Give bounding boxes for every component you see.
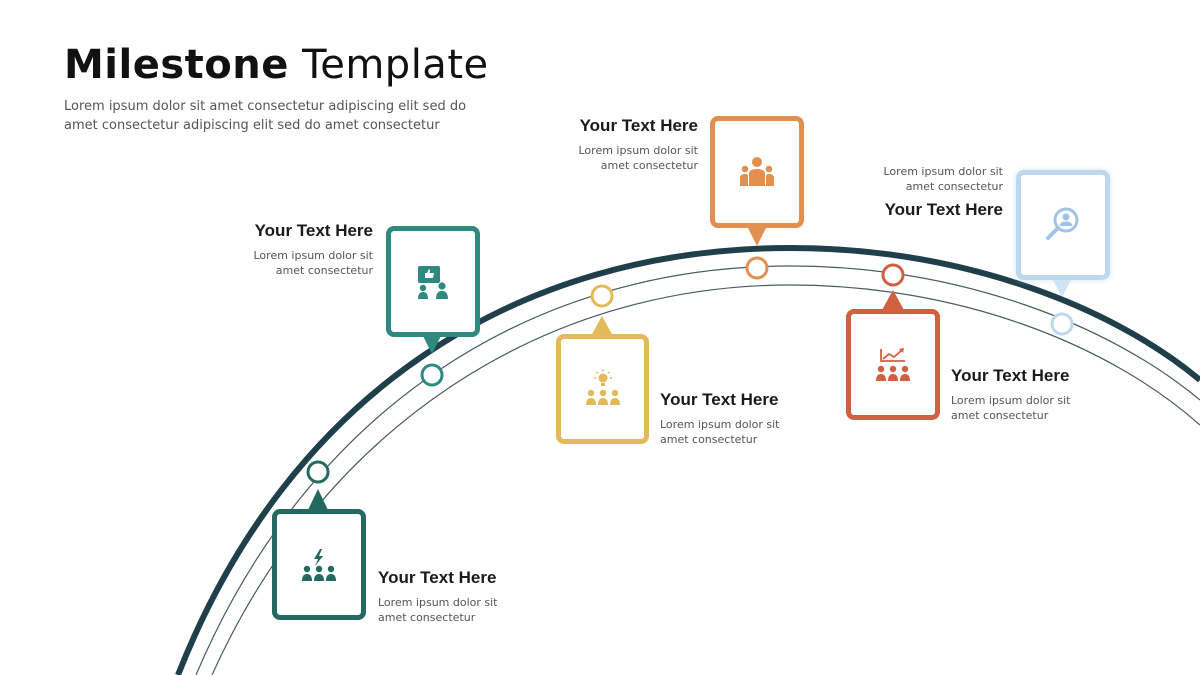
node-4 [745, 256, 769, 280]
inner-arc [211, 284, 1200, 675]
pointer-5 [882, 290, 904, 310]
page-title: Milestone Template [64, 42, 489, 88]
milestone-title-6: Your Text Here [884, 200, 1003, 219]
pointer-2 [422, 334, 442, 354]
milestone-title-2: Your Text Here [254, 221, 373, 240]
milestone-desc-6: Lorem ipsum dolor sit amet consectetur [883, 165, 1004, 193]
milestone-card-3 [556, 334, 649, 444]
team-chart-icon [876, 347, 910, 381]
milestone-card-4 [710, 116, 804, 228]
milestone-title-4: Your Text Here [579, 116, 698, 135]
people-group-icon [740, 157, 774, 186]
presentation-like-icon [418, 265, 448, 299]
title-bold: Milestone [64, 42, 289, 88]
milestone-desc-1: Lorem ipsum dolor sit amet consectetur [378, 596, 498, 624]
pointer-4 [747, 226, 767, 246]
team-lightning-icon [302, 548, 336, 581]
node-5 [881, 263, 905, 287]
node-6 [1050, 312, 1074, 336]
milestone-desc-2: Lorem ipsum dolor sit amet consectetur [253, 249, 374, 277]
milestone-card-2 [386, 226, 480, 337]
page-subtitle: Lorem ipsum dolor sit amet consectetur a… [64, 99, 467, 133]
milestone-card-1 [272, 509, 366, 620]
milestone-desc-4: Lorem ipsum dolor sit amet consectetur [578, 144, 699, 172]
node-2 [420, 363, 444, 387]
milestone-desc-5: Lorem ipsum dolor sit amet consectetur [951, 394, 1071, 422]
milestone-title-1: Your Text Here [378, 568, 497, 587]
outer-arc [175, 244, 1200, 675]
milestone-card-6 [1016, 170, 1110, 280]
milestone-title-5: Your Text Here [951, 366, 1070, 385]
title-rest: Template [302, 42, 489, 88]
milestone-card-5 [846, 309, 940, 420]
pointer-1 [308, 489, 328, 510]
team-idea-icon [585, 369, 620, 405]
milestone-desc-3: Lorem ipsum dolor sit amet consectetur [660, 418, 780, 446]
node-1 [306, 460, 330, 484]
pointer-3 [591, 316, 613, 336]
node-3 [590, 284, 614, 308]
milestone-title-3: Your Text Here [660, 390, 779, 409]
pointer-6 [1052, 278, 1072, 297]
search-user-icon [1046, 207, 1079, 240]
